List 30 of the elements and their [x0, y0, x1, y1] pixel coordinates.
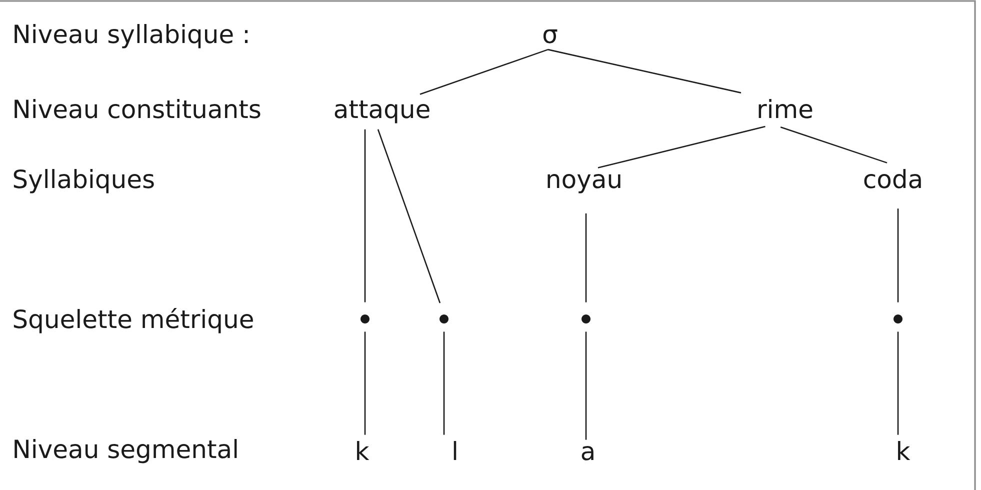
- segment-letter: k: [357, 441, 370, 460]
- constituent-label: rime: [758, 99, 812, 118]
- segment-letter: k: [898, 441, 910, 460]
- level-label: Squelette métrique: [14, 308, 253, 334]
- tree-branch: [364, 129, 366, 302]
- constituent-label: attaque: [334, 100, 430, 124]
- tree-branch: [364, 332, 366, 435]
- tree-branch: [780, 126, 888, 164]
- tree-branch: [548, 48, 742, 94]
- level-label: Niveau syllabique :: [14, 24, 248, 48]
- skeleton-dot: [440, 314, 448, 324]
- constituent-label: coda: [864, 169, 921, 188]
- tree-branch: [377, 129, 441, 304]
- segment-letter: l: [454, 441, 456, 460]
- syllable-symbol: σ: [543, 29, 558, 44]
- tree-branch: [598, 126, 766, 168]
- tree-branch: [443, 332, 445, 435]
- segment-letter: a: [582, 446, 594, 460]
- skeleton-dot: [360, 314, 370, 324]
- tree-branch: [585, 332, 587, 440]
- tree-branch: [897, 332, 899, 435]
- tree-branch: [897, 208, 899, 302]
- constituent-label: noyau: [548, 174, 620, 194]
- level-label: Niveau segmental: [14, 439, 237, 464]
- skeleton-dot: [894, 314, 903, 324]
- level-label: Niveau constituants: [14, 99, 260, 118]
- level-label: Syllabiques: [14, 169, 154, 194]
- tree-branch: [420, 48, 548, 95]
- skeleton-dot: [582, 314, 590, 324]
- tree-branch: [585, 213, 587, 302]
